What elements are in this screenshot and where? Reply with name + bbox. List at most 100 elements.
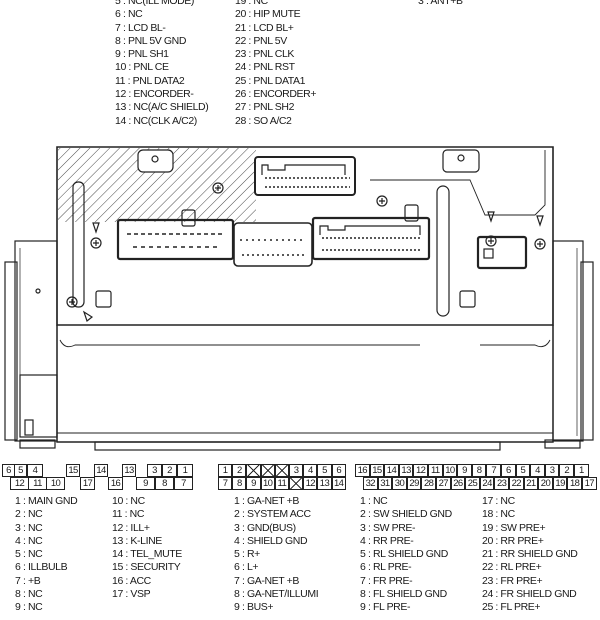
pin-entry: 5 : NC(ILL MODE) <box>115 0 194 7</box>
pin-number: 19 <box>552 477 568 490</box>
pin-entry: 14 : TEL_MUTE <box>112 548 182 561</box>
pin-number: 17 <box>582 477 597 490</box>
pin-number: 13 <box>398 464 414 477</box>
screw-icons <box>66 182 546 308</box>
connector-left-17pin <box>116 218 235 261</box>
pin-entry: 3 : NC <box>15 521 43 534</box>
pin-number: 25 <box>465 477 480 490</box>
pin-number: 3 <box>289 464 304 477</box>
pin-number: 14 <box>94 464 108 477</box>
pin-entry: 8 : NC <box>15 588 43 601</box>
pin-number: 23 <box>494 477 509 490</box>
antenna-connector <box>476 235 528 270</box>
pin-number: 15 <box>66 464 80 477</box>
pin-entry: 4 : NC <box>15 534 43 547</box>
pin-number: 30 <box>392 477 407 490</box>
pin-entry: 5 : NC <box>15 548 43 561</box>
pin-number: 1 <box>177 464 193 477</box>
pin-entry: 2 : SW SHIELD GND <box>360 508 452 521</box>
pin-entry: 17 : VSP <box>112 588 151 601</box>
pin-entry: 1 : MAIN GND <box>15 495 78 507</box>
pin-number: 4 <box>530 464 545 477</box>
pin-number: 29 <box>406 477 422 490</box>
pin-entry: 28 : SO A/C2 <box>235 114 292 127</box>
triangle-markers <box>82 211 544 323</box>
pin-entry: 3 : SW PRE- <box>360 521 416 534</box>
pin-number: 16 <box>108 477 123 490</box>
pin-entry: 15 : SECURITY <box>112 561 181 574</box>
pin-number: 12 <box>10 477 29 490</box>
pin-entry: 7 : LCD BL- <box>115 21 166 34</box>
pin-number: 2 <box>162 464 177 477</box>
pin-entry: 2 : NC <box>15 508 43 521</box>
pin-entry: 10 : PNL CE <box>115 61 169 74</box>
pin-entry: 24 : PNL RST <box>235 61 295 74</box>
pin-entry: 27 : PNL SH2 <box>235 101 295 114</box>
pin-number: 21 <box>523 477 539 490</box>
pin-number: 18 <box>567 477 582 490</box>
pin-number: 32 <box>363 477 378 490</box>
pin-entry: 23 : PNL CLK <box>235 48 295 61</box>
pin-number: 11 <box>28 477 47 490</box>
connector-panel-28pin <box>254 156 356 196</box>
pin-number: 13 <box>317 477 332 490</box>
pin-entry: 21 : LCD BL+ <box>235 21 294 34</box>
pin-number: 16 <box>355 464 370 477</box>
pin-entry: 5 : R+ <box>234 548 260 561</box>
pin-entry: 11 : NC <box>112 508 145 521</box>
head-unit-rear-view <box>4 146 594 451</box>
pin-entry: 21 : RR SHIELD GND <box>482 548 578 561</box>
lower-tray <box>56 325 554 443</box>
pin-entry: 13 : NC(A/C SHIELD) <box>115 101 209 114</box>
pin-entry: 25 : FL PRE+ <box>482 601 541 614</box>
pin-number: 9 <box>136 477 155 490</box>
pin-entry: 3 : GND(BUS) <box>234 521 296 534</box>
pin-entry: 9 : BUS+ <box>234 601 274 614</box>
pin-number: 26 <box>450 477 466 490</box>
pin-number: 7 <box>174 477 193 490</box>
pin-number: 9 <box>457 464 472 477</box>
pin-entry: 19 : NC <box>235 0 268 7</box>
pin-number: 5 <box>14 464 27 477</box>
pin-entry: 5 : RL SHIELD GND <box>360 548 448 561</box>
pin-number: 8 <box>155 477 174 490</box>
connector-middle-14pin <box>233 222 313 267</box>
pin-entry: 10 : NC <box>112 495 145 507</box>
pin-entry: 14 : NC(CLK A/C2) <box>115 114 197 127</box>
pin-entry: 9 : PNL SH1 <box>115 48 169 61</box>
pin-number: 3 <box>147 464 162 477</box>
right-bracket <box>552 240 594 442</box>
pin-number: 14 <box>384 464 399 477</box>
pin-number: 11 <box>428 464 443 477</box>
pin-number: 14 <box>331 477 346 490</box>
pin-entry: 17 : NC <box>482 495 515 507</box>
top-pinout-col3: 3 : ANT+B <box>418 0 463 8</box>
pin-entry: 12 : ENCORDER- <box>115 88 194 101</box>
pin-entry: 9 : NC <box>15 601 43 614</box>
pin-entry: 25 : PNL DATA1 <box>235 74 306 87</box>
pin-number: 6 <box>2 464 15 477</box>
left-bracket <box>4 240 58 442</box>
pin-number: 12 <box>413 464 428 477</box>
pin-number: 9 <box>246 477 261 490</box>
pin-number: 4 <box>27 464 43 477</box>
pin-entry: 13 : K-LINE <box>112 534 162 547</box>
pin-number: 8 <box>232 477 247 490</box>
pin-number: 22 <box>509 477 524 490</box>
pin-entry: 8 : PNL 5V GND <box>115 34 187 47</box>
pin-number: 28 <box>421 477 436 490</box>
pin-number: 1 <box>218 464 233 477</box>
connector-right-32pin <box>311 216 431 261</box>
pin-number: 10 <box>442 464 458 477</box>
pin-number: 15 <box>369 464 385 477</box>
pin-entry: 6 : L+ <box>234 561 259 574</box>
pin-entry: 8 : GA-NET/ILLUMI <box>234 588 319 601</box>
pin-entry: 4 : SHIELD GND <box>234 534 308 547</box>
pin-entry: 16 : ACC <box>112 574 151 587</box>
pin-number: 13 <box>122 464 136 477</box>
